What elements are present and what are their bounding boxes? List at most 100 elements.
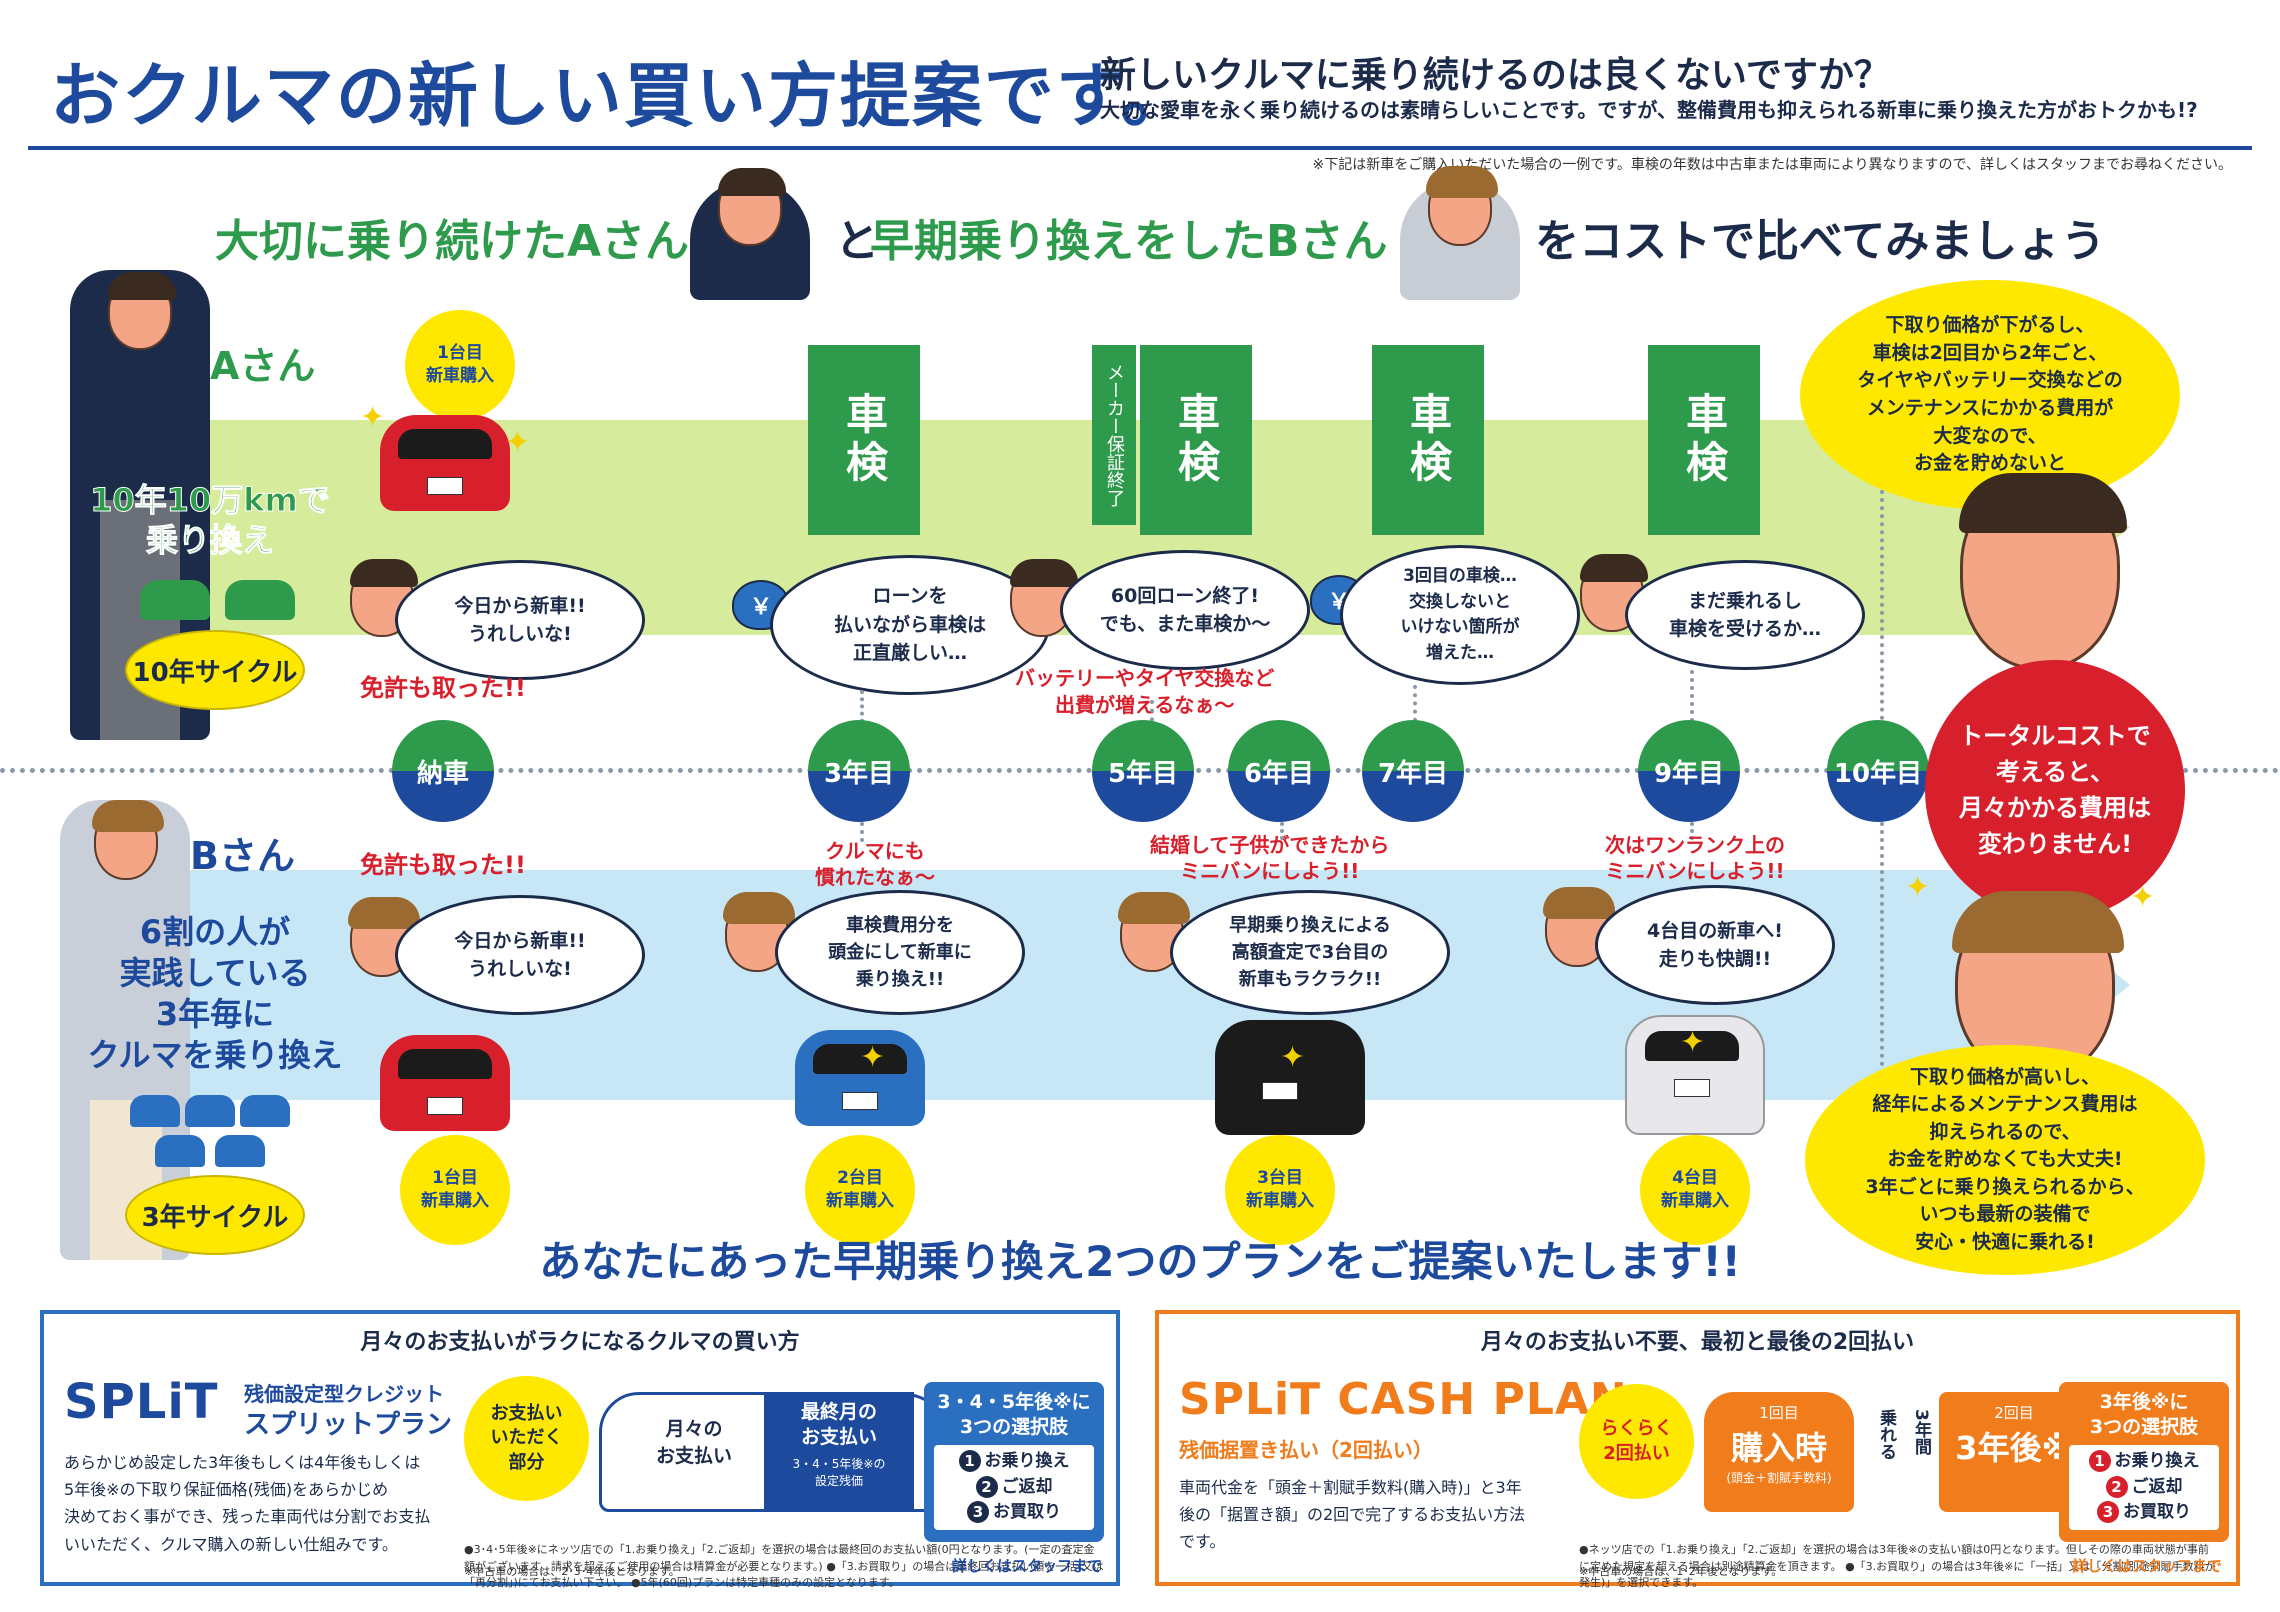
person-b-head-icon [92, 800, 164, 880]
person-a-face-icon [718, 168, 786, 246]
shaken-box-5y: 車検 [1140, 345, 1252, 535]
a-bubble-3y: ローンを 払いながら車検は 正直厳しい… [770, 555, 1050, 695]
plan-b-footnote2: ※中古車の場合は、1･2年後となります。 [1579, 1565, 1783, 1578]
plan-b-circle: らくらく 2回払い [1579, 1384, 1694, 1499]
split-logo: SPLiT [64, 1374, 219, 1430]
compare-and: と [835, 216, 879, 267]
connector-line [1280, 822, 1284, 840]
maker-warranty-end: メーカー保証終了 [1092, 345, 1136, 525]
shaken-box-7y: 車検 [1372, 345, 1484, 535]
plan-a-footnote2: ※中古車の場合は、2･3･4年後となります。 [464, 1565, 680, 1578]
plan-b-more-link[interactable]: 詳しくはスタッフまで [2071, 1557, 2222, 1575]
shaken-box-9y: 車検 [1648, 345, 1760, 535]
person-a-plan: 10年10万kmで 乗り換え [90, 481, 331, 560]
plan-b-first-label: 1回目 [1759, 1404, 1799, 1422]
b-car-4-icon [1625, 1015, 1765, 1135]
plan-b-first-box: 1回目 購入時 (頭金＋割賦手数料) [1704, 1392, 1854, 1512]
plan-a-more-link[interactable]: 詳しくはスタッフまで [951, 1557, 1102, 1575]
plan-a-final-box: 最終月の お支払い 3・4・5年後※の 設定残価 [764, 1392, 914, 1512]
person-a-label: Aさん [210, 344, 316, 388]
sparkle-icon: ✦ [860, 1040, 886, 1075]
a-license-text: 免許も取った!! [360, 674, 526, 702]
connector-line [860, 822, 864, 842]
plan-a-pay-circle: お支払い いただく 部分 [464, 1376, 589, 1501]
a-cars-icon [130, 570, 310, 620]
b-happy-face-icon [1952, 891, 2124, 1080]
plan-a-text: あらかじめ設定した3年後もしくは4年後もしくは 5年後※の下取り保証価格(残価)… [64, 1453, 431, 1554]
timeline-node-0: 納車 [392, 720, 494, 822]
a-bubble-7y: 3回目の車検… 交換しないと いけない箇所が 増えた… [1340, 545, 1580, 685]
person-b-face-icon [1426, 166, 1498, 246]
timeline-node-10y: 10年目 [1827, 720, 1929, 822]
compare-a-heading: 大切に乗り続けたAさん [215, 216, 690, 267]
compare-suffix: をコストで比べてみましょう [1535, 216, 2106, 267]
b-bubble-6y: 早期乗り換えによる 高額査定で3台目の 新車もラクラク!! [1170, 890, 1450, 1015]
connector-line [1690, 822, 1694, 840]
header-divider [28, 146, 2252, 150]
b-badge-2: 2台目 新車購入 [805, 1135, 915, 1245]
a-bubble-9y: まだ乗れるし 車検を受けるか… [1625, 560, 1865, 670]
total-cost-circle: トータルコストで 考えると、 月々かかる費用は 変わりません! [1925, 660, 2185, 920]
b-car-1-icon [380, 1035, 510, 1131]
b-face-icon [1118, 892, 1190, 972]
b-summary-circle: 下取り価格が高いし、 経年によるメンテナンス費用は 抑えられるので、 お金を貯め… [1805, 1045, 2205, 1275]
b-comment-9y: 次はワンランク上の ミニバンにしよう!! [1605, 833, 1785, 883]
plan-b-first-sub: (頭金＋割賦手数料) [1726, 1471, 1832, 1485]
a-worried-face-icon [1959, 473, 2127, 670]
timeline-node-5y: 5年目 [1092, 720, 1194, 822]
split-cash-logo: SPLiT CASH PLAN [1179, 1374, 1628, 1425]
b-badge-1: 1台目 新車購入 [400, 1135, 510, 1245]
person-b-figure [60, 800, 190, 1260]
b-cycle-badge: 3年サイクル [125, 1175, 305, 1255]
connector-line [1880, 490, 1884, 720]
sparkle-icon: ✦ [360, 400, 386, 435]
plan-a-opt-title: 3・4・5年後※に 3つの選択肢 [937, 1391, 1091, 1438]
plan-b-head: 月々のお支払い不要、最初と最後の2回払い [1480, 1330, 1915, 1355]
plan-b-second-label: 2回目 [1994, 1404, 2034, 1422]
person-a-portrait [690, 168, 810, 300]
disclaimer-note: ※下記は新車をご購入いただいた場合の一例です。車検の年数は中古車または車両により… [1312, 157, 2233, 173]
plan-a-sub1: 残価設定型クレジット [244, 1382, 444, 1406]
sparkle-icon: ✦ [1905, 870, 1931, 905]
plan-a-monthly: 月々の お支払い [655, 1418, 732, 1467]
a-battery-text: バッテリーやタイヤ交換など 出費が増えるなぁ～ [1015, 666, 1275, 717]
header-description: 大切な愛車を永く乗り続けるのは素晴らしいことです。ですが、整備費用も抑えられる新… [1100, 98, 2198, 122]
timeline-node-7y: 7年目 [1362, 720, 1464, 822]
b-bubble-9y: 4台目の新車へ! 走りも快調!! [1595, 885, 1835, 1005]
plan-b-text: 車両代金を「頭金＋割賦手数料(購入時)」と3年 後の「据置き額」の2回で完了する… [1179, 1478, 1526, 1552]
person-b-portrait [1400, 166, 1520, 300]
split-plan-card: 月々のお支払いがラクになるクルマの買い方 SPLiT 残価設定型クレジット スプ… [40, 1310, 1120, 1589]
timeline-node-6y: 6年目 [1228, 720, 1330, 822]
sparkle-icon: ✦ [1280, 1040, 1306, 1075]
plan-a-footnote: ●3･4･5年後※にネッツ店での「1.お乗り換え」「2.ご返却」を選択の場合は最… [464, 1543, 1104, 1589]
page-title: おクルマの新しい買い方提案です。 [50, 55, 1193, 137]
person-a-head-icon [108, 272, 176, 350]
plan-b-opt-title: 3年後※に 3つの選択肢 [2089, 1391, 2199, 1438]
person-b-plan: 6割の人が 実践している 3年毎に クルマを乗り換え [87, 913, 343, 1074]
plan-a-final-sub: 3・4・5年後※の 設定残価 [792, 1457, 886, 1489]
b-car-3-icon [1215, 1020, 1365, 1135]
b-bubble-3y: 車検費用分を 頭金にして新車に 乗り換え!! [775, 890, 1025, 1015]
header-question: 新しいクルマに乗り続けるのは良くないですか？ [1100, 55, 1890, 96]
plan-a-head: 月々のお支払いがラクになるクルマの買い方 [360, 1330, 800, 1355]
plan-a-sub2: スプリットプラン [244, 1410, 453, 1440]
shaken-box-3y: 車検 [808, 345, 920, 535]
a-first-car-badge: 1台目 新車購入 [405, 310, 515, 420]
connector-line [1880, 822, 1884, 1122]
plan-b-second-value: 3年後※ [1955, 1429, 2073, 1467]
sparkle-icon: ✦ [2130, 880, 2156, 915]
plan-b-years: 3年間 [1911, 1409, 1931, 1455]
b-badge-3: 3台目 新車購入 [1225, 1135, 1335, 1245]
b-bubble-delivery: 今日から新車!! うれしいな! [395, 895, 645, 1015]
connector-line [1150, 700, 1154, 730]
plan-b-first-value: 購入時 [1730, 1429, 1827, 1467]
plan-a-final: 最終月の お支払い [800, 1401, 877, 1448]
